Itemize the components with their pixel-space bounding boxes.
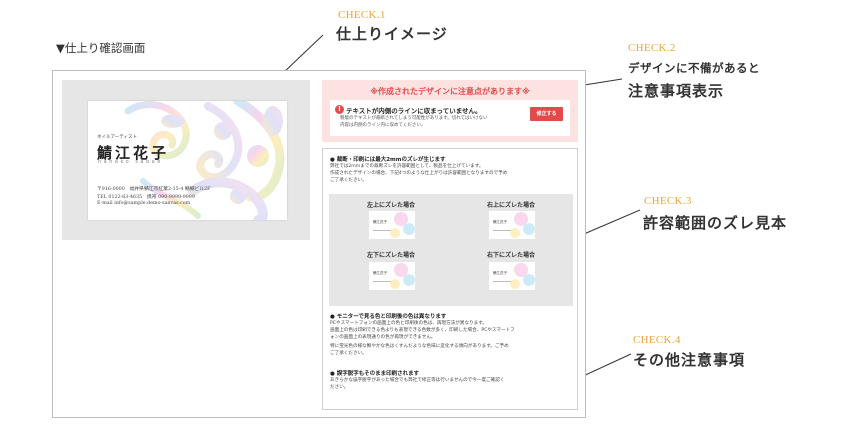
sample-label-bottom-right: 右下にズレた場合 — [486, 252, 535, 259]
sample-card-top-right: 鯖江花子 — [489, 211, 535, 239]
note3-line2: ださい。 — [330, 385, 349, 390]
card-name: 鯖江花子 — [97, 144, 170, 162]
sample-label-bottom-left: 左下にズレた場合 — [366, 252, 415, 259]
note3-line1: あきらかな誤字脱字があった場合でも弊社で修正等は行いませんので今一度ご確認く — [330, 378, 505, 383]
check2-label: CHECK.2 — [628, 42, 676, 54]
mini-card-name: 鯖江花子 — [373, 220, 387, 224]
check1-title: 仕上りイメージ — [336, 25, 448, 43]
note2-line4: 特に蛍光色の様な鮮やかな色はくすんだような色味に変化する傾向があります。ご予め — [330, 344, 509, 349]
design-warning-box: ※作成されたデザインに注意点があります※ ! テキストが内側のラインに収まってい… — [322, 80, 578, 142]
business-card-preview: ネイルアーティスト 鯖江花子 hanako sabae 〒916-0000 福井… — [88, 101, 287, 220]
note2-line2: 画面上の色は印刷できる色よりも表現できる色数が多く、印刷した場合、PCやスマート… — [330, 328, 515, 333]
note1-line2: 作成されたデザインの場合、下記4つのような仕上がりは許容範囲となりますので予め — [330, 171, 508, 176]
fix-button[interactable]: 修正する — [530, 107, 563, 121]
mini-swirl-decoration — [390, 263, 415, 289]
mini-swirl-decoration — [510, 263, 535, 289]
alert-icon: ! — [335, 105, 344, 114]
warning-banner: ※作成されたデザインに注意点があります※ — [370, 87, 530, 96]
note1-line3: ご了承ください。 — [330, 178, 367, 183]
warning-body-line2: 内容は内側のライン内に収めてください。 — [340, 123, 426, 128]
card-role: ネイルアーティスト — [97, 135, 137, 140]
warning-body-line1: 製版のテキストが裁断されてしまう可能性があります。切れてはいけない — [340, 116, 488, 121]
mini-text-line — [373, 230, 391, 231]
mini-swirl-decoration — [390, 212, 415, 238]
mini-text-line — [493, 230, 511, 231]
mini-card-name: 鯖江花子 — [493, 271, 507, 275]
warning-headline: テキストが内側のラインに収まっていません。 — [346, 107, 482, 115]
note2-line5: ご了承ください。 — [330, 351, 367, 356]
mini-swirl-decoration — [510, 212, 535, 238]
mini-card-name: 鯖江花子 — [373, 271, 387, 275]
sample-label-top-right: 右上にズレた場合 — [486, 202, 535, 209]
card-romaji: hanako sabae — [98, 159, 163, 165]
sample-card-bottom-right: 鯖江花子 — [489, 262, 535, 290]
card-email: E-mail info@sample.demo-sanvas.com — [97, 201, 191, 206]
floral-swirl-decoration — [124, 101, 285, 220]
mini-card-name: 鯖江花子 — [493, 220, 507, 224]
sample-label-top-left: 左上にズレた場合 — [366, 202, 415, 209]
warning-detail: ! テキストが内側のラインに収まっていません。 製版のテキストが裁断されてしまう… — [330, 100, 570, 136]
card-address: 〒916-0000 福井県鯖江市紅葉2-15-4 鯖鯖ビル2F — [97, 187, 211, 192]
note1-heading: ● 裁断・印刷には最大2mmのズレが生じます — [330, 157, 446, 163]
mini-text-line — [493, 281, 511, 282]
check3-title: 許容範囲のズレ見本 — [643, 214, 788, 232]
section-heading: ▼仕上り確認画面 — [56, 41, 146, 55]
check2-title-line1: デザインに不備があると — [628, 61, 760, 75]
note2-line3: ォンの画面上の表現通りの色が再現ができません。 — [330, 335, 436, 340]
check4-label: CHECK.4 — [633, 334, 681, 346]
note2-line1: PCやスマートフォンの画面上の色と印刷後の色は、再現方法が異なります。 — [330, 321, 487, 326]
mini-text-line — [373, 281, 391, 282]
note1-line1: 弊社では2mmまでの裁断ズレを許容範囲として、製品を仕上げています。 — [330, 164, 484, 169]
sample-card-bottom-left: 鯖江花子 — [369, 262, 415, 290]
note3-heading: ● 誤字脱字もそのまま印刷されます — [330, 371, 420, 377]
check4-title: その他注意事項 — [633, 351, 746, 369]
check3-label: CHECK.3 — [644, 195, 692, 207]
sample-card-top-left: 鯖江花子 — [369, 211, 415, 239]
notes-panel: ● 裁断・印刷には最大2mmのズレが生じます 弊社では2mmまでの裁断ズレを許容… — [322, 148, 578, 410]
check1-label: CHECK.1 — [338, 9, 386, 21]
note2-heading: ● モニターで見る色と印刷後の色は異なります — [330, 314, 447, 320]
misalignment-samples: 左上にズレた場合 右上にズレた場合 鯖江花子 鯖江花子 左下にズレた場合 右下に… — [329, 194, 573, 306]
check2-title-line2: 注意事項表示 — [628, 82, 725, 100]
card-tel: TEL 0122-63-4635 携帯 090-9999-9999 — [97, 195, 195, 200]
